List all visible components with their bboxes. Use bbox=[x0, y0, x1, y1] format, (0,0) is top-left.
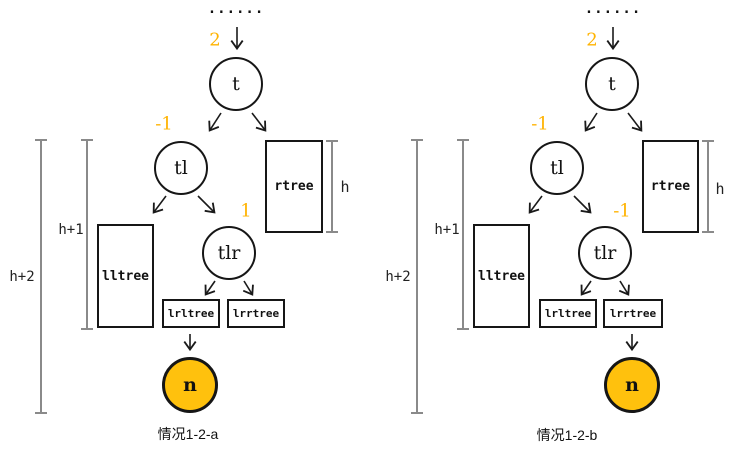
edge-tl-lltree bbox=[152, 195, 167, 214]
height-label-h: h bbox=[340, 178, 350, 196]
edges-and-measures-svg-b bbox=[411, 27, 714, 414]
subtree-lrrtree: lrrtree bbox=[227, 299, 285, 328]
subtree-lrltree: lrltree bbox=[539, 299, 597, 328]
edge-t-tl bbox=[208, 112, 222, 132]
node-tl: tl bbox=[530, 141, 584, 195]
subtree-lrrtree: lrrtree bbox=[603, 299, 663, 328]
height-label-h-plus-2: h+2 bbox=[9, 269, 35, 285]
node-tl: tl bbox=[154, 141, 208, 195]
node-n: n bbox=[604, 357, 660, 413]
subtree-rtree: rtree bbox=[265, 140, 323, 233]
edges-and-measures-svg-a bbox=[35, 27, 338, 414]
edge-tlr-lrrtree bbox=[618, 280, 630, 296]
height-label-h-plus-1: h+1 bbox=[434, 222, 460, 238]
ancestor-ellipsis: ...... bbox=[584, 1, 642, 17]
case-caption-a: 情况1-2-a bbox=[157, 426, 219, 442]
edge-tlr-lrltree bbox=[204, 280, 216, 296]
node-t: t bbox=[585, 57, 639, 111]
subtree-lltree: lltree bbox=[473, 224, 530, 328]
height-label-h-plus-2: h+2 bbox=[385, 269, 411, 285]
measure-bar-h-plus-2 bbox=[411, 139, 423, 414]
edge-tl-lltree bbox=[528, 195, 543, 214]
balance-label-tlr: 1 bbox=[240, 200, 252, 222]
subtree-lrltree: lrltree bbox=[162, 299, 220, 328]
subtree-lltree: lltree bbox=[97, 224, 154, 328]
balance-label-tl: -1 bbox=[155, 113, 173, 135]
edge-t-rtree bbox=[251, 112, 267, 132]
node-n: n bbox=[162, 357, 218, 413]
case-diagram-a: ...... 2 t -1 tl rtree h 1 lltree tlr lr… bbox=[9, 1, 350, 442]
height-label-h-plus-1: h+1 bbox=[58, 222, 84, 238]
node-tlr: tlr bbox=[578, 226, 632, 280]
edge-tlr-lrltree bbox=[580, 280, 592, 296]
balance-label-tlr: -1 bbox=[613, 200, 631, 222]
height-label-h: h bbox=[715, 180, 725, 198]
edge-tlr-lrrtree bbox=[242, 280, 254, 296]
measure-bar-h-plus-2 bbox=[35, 139, 47, 414]
ancestor-ellipsis: ...... bbox=[207, 1, 265, 17]
edge-tl-tlr bbox=[573, 195, 592, 214]
balance-label-t: 2 bbox=[586, 29, 598, 51]
measure-bar-h-plus-1 bbox=[81, 139, 93, 330]
measure-bar-h bbox=[702, 140, 714, 233]
measure-bar-h bbox=[326, 140, 338, 233]
balance-label-t: 2 bbox=[209, 29, 221, 51]
measure-bar-h-plus-1 bbox=[457, 139, 469, 330]
edge-tl-tlr bbox=[197, 195, 216, 214]
edge-t-rtree bbox=[627, 112, 643, 132]
case-diagram-b: ...... 2 t -1 tl rtree h -1 lltree tlr l… bbox=[376, 0, 734, 453]
node-tlr: tlr bbox=[202, 226, 256, 280]
case-caption-b: 情况1-2-b bbox=[536, 427, 598, 443]
balance-label-tl: -1 bbox=[531, 113, 549, 135]
subtree-rtree: rtree bbox=[642, 140, 699, 233]
edge-t-tl bbox=[584, 112, 598, 132]
node-t: t bbox=[209, 57, 263, 111]
